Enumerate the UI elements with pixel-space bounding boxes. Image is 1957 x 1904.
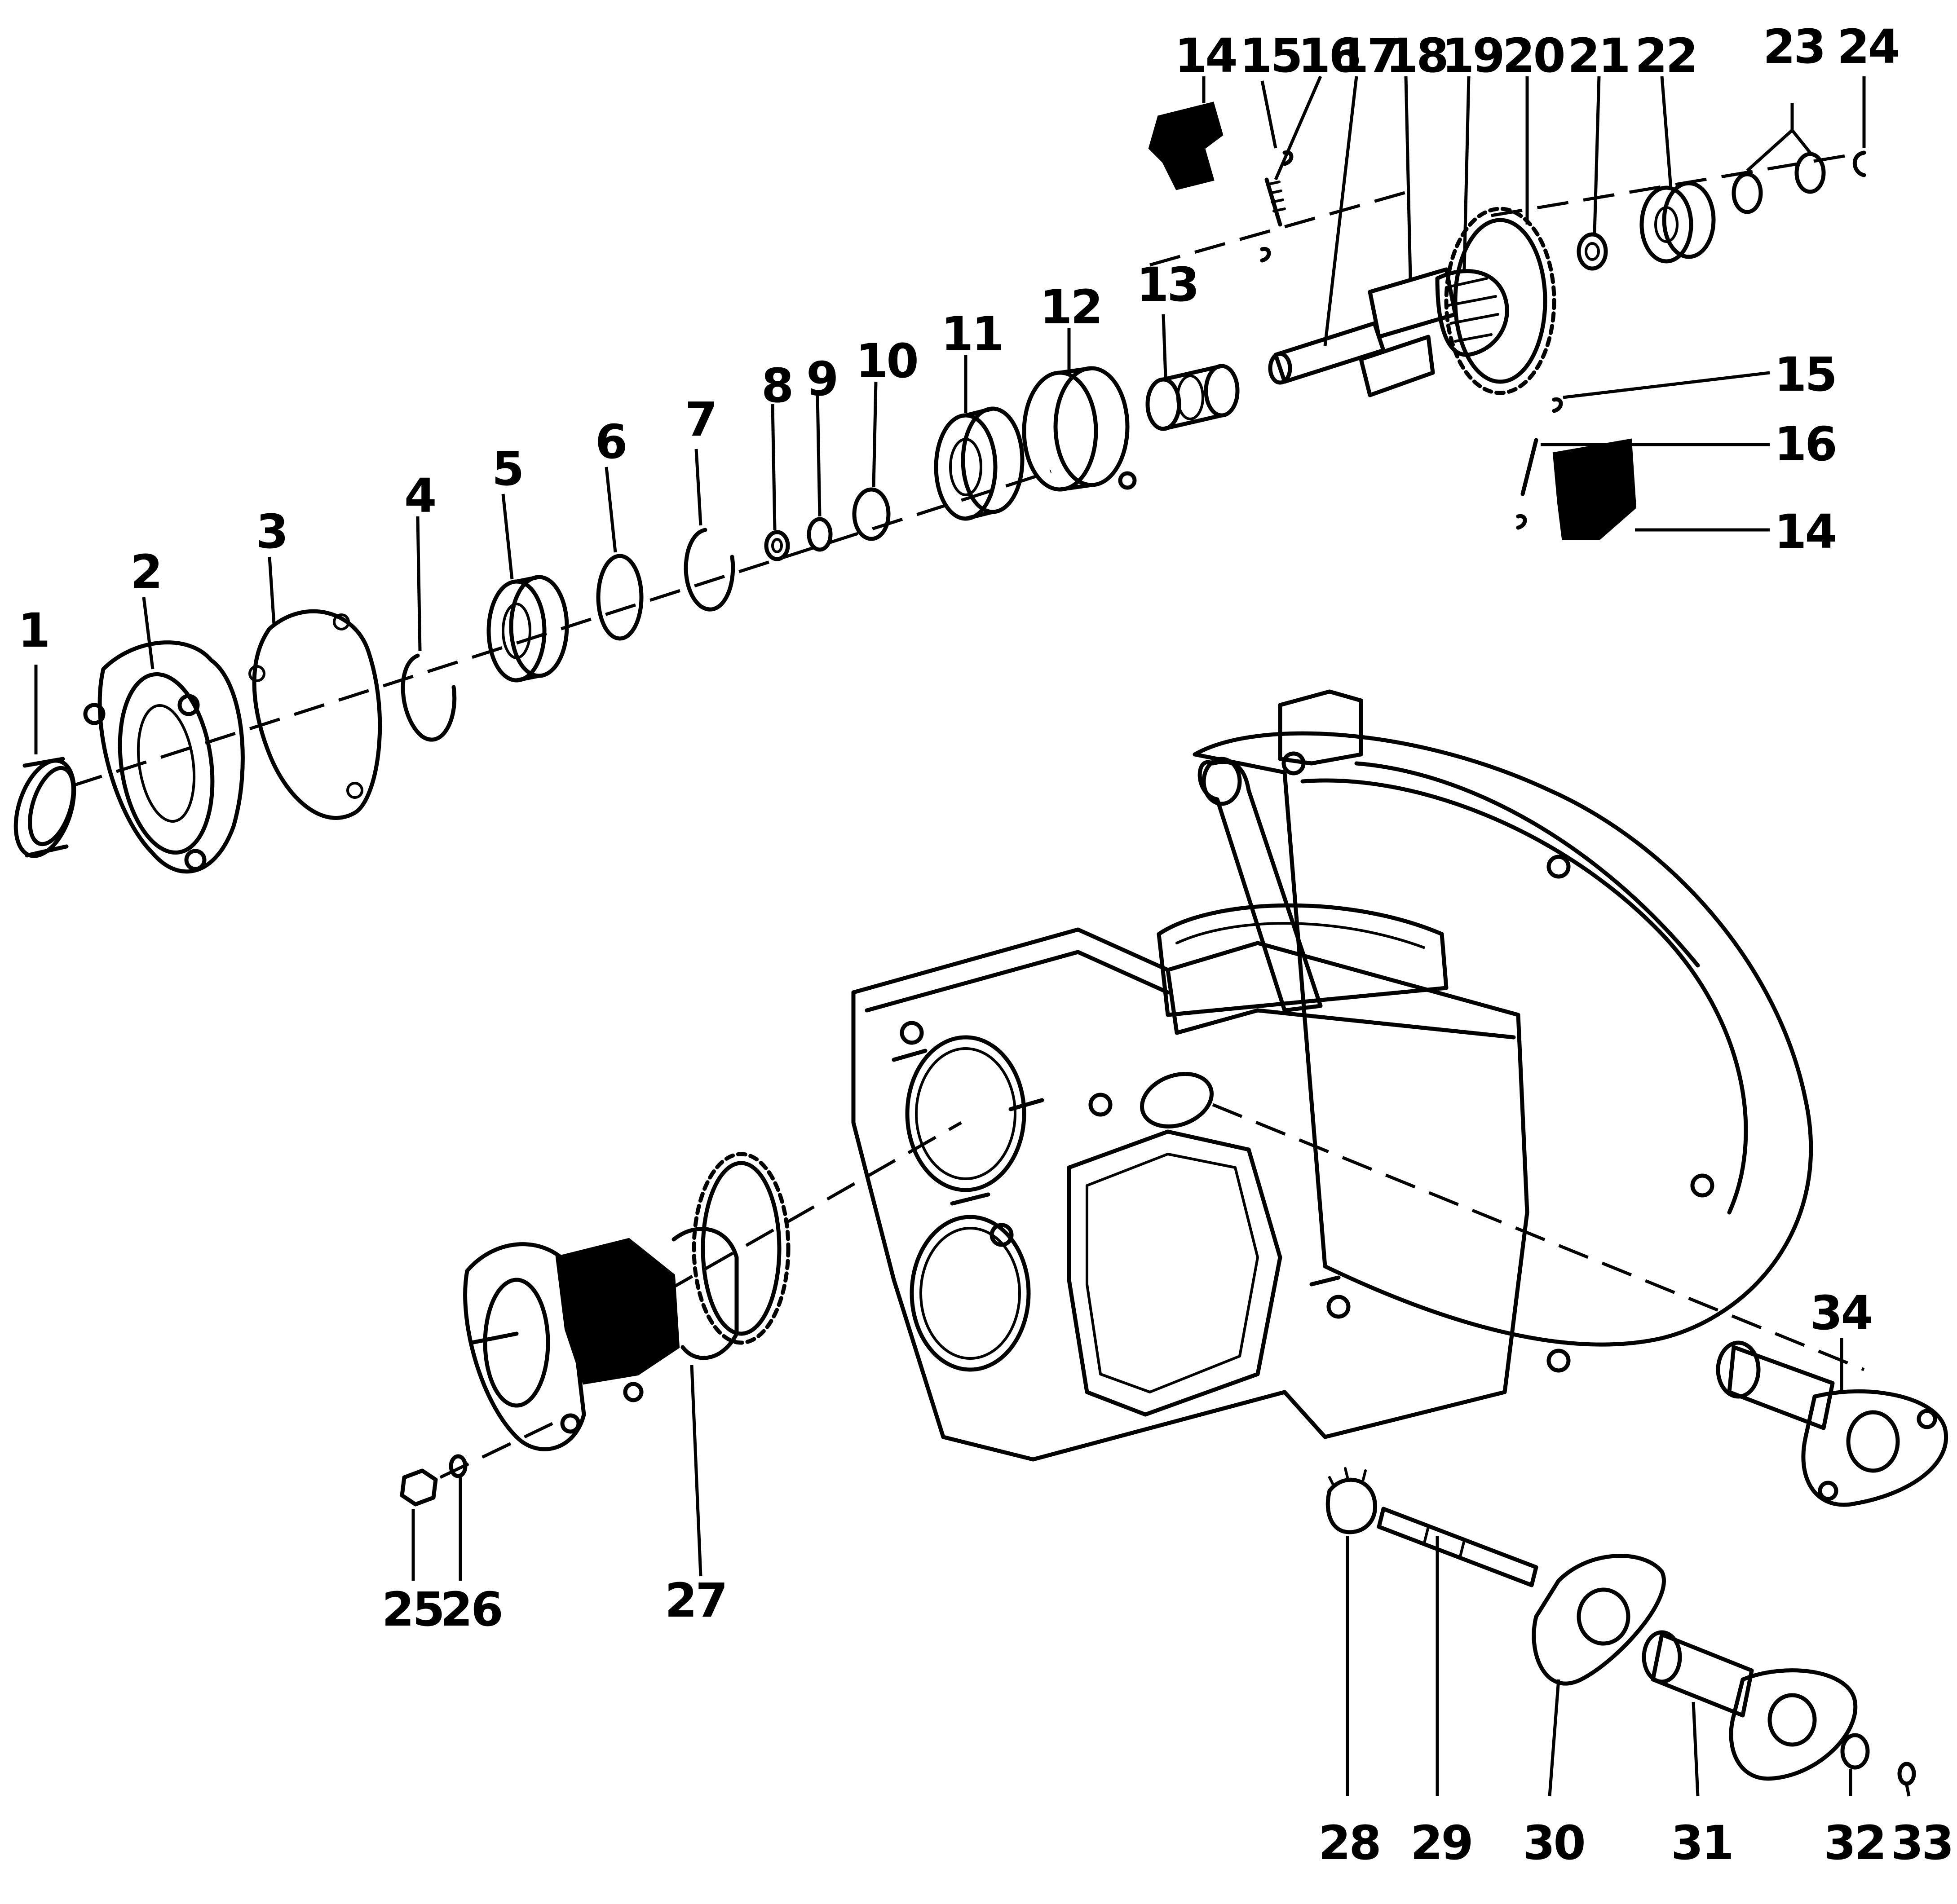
callout-34: 34	[1810, 1286, 1872, 1340]
part-18-governor-carrier	[1359, 267, 1458, 397]
part-30-gasket	[1532, 1554, 1666, 1686]
callout-10: 10	[856, 334, 917, 388]
callout-32: 32	[1824, 1816, 1885, 1870]
callout-18: 18	[1386, 28, 1447, 83]
callout-12: 12	[1040, 280, 1101, 335]
callout-25: 25	[382, 1582, 443, 1637]
leader-lines	[34, 75, 1911, 1797]
callout-16-right: 16	[1774, 417, 1836, 472]
part-1-seal-ring	[13, 757, 76, 858]
part-9-ring	[807, 517, 833, 552]
part-20-gear	[1444, 207, 1556, 395]
callout-7: 7	[685, 392, 716, 447]
part-15-lower-pins	[1516, 397, 1563, 530]
part-4-circlip	[401, 653, 457, 742]
gearbox-housing	[851, 689, 1813, 1462]
callout-14-top: 14	[1175, 28, 1236, 83]
callout-16-top: 16	[1298, 28, 1360, 83]
callout-24: 24	[1837, 19, 1899, 74]
callout-15-top: 15	[1240, 28, 1301, 83]
part-29-drive-shaft	[1377, 1507, 1538, 1587]
part-14-upper-flyweight	[1148, 101, 1224, 190]
part-32-seal	[1840, 1733, 1870, 1770]
callout-21: 21	[1568, 28, 1629, 83]
part-19-worm	[1435, 269, 1509, 357]
part-6-ring	[596, 554, 644, 641]
callout-26: 26	[440, 1582, 502, 1637]
part-31-flange-shaft	[1642, 1630, 1858, 1781]
callout-22: 22	[1635, 28, 1696, 83]
callout-30: 30	[1523, 1816, 1584, 1870]
callout-labels: 1 2 3 4 5 6 7 8 9 10 11 12 13 14 15 16 1…	[18, 19, 1954, 1870]
part-28-pinion	[1325, 1467, 1377, 1534]
part-11-bearing	[934, 406, 1025, 521]
callout-19: 19	[1442, 28, 1503, 83]
callout-3: 3	[256, 504, 287, 559]
part-21-washer	[1577, 232, 1608, 271]
callout-11: 11	[941, 307, 1003, 361]
part-13-bushing	[1145, 364, 1240, 431]
callout-14-right: 14	[1774, 504, 1836, 559]
callout-17: 17	[1336, 28, 1398, 83]
part-2-flange-cover	[83, 640, 245, 874]
part-10-ring	[852, 487, 891, 541]
callout-13: 13	[1136, 257, 1198, 312]
callout-20: 20	[1502, 28, 1564, 83]
callout-4: 4	[404, 468, 435, 523]
callout-9: 9	[806, 352, 837, 406]
part-33-clip	[1897, 1762, 1916, 1786]
part-22-bearing	[1639, 181, 1716, 264]
part-8-washer	[764, 530, 790, 561]
callout-5: 5	[492, 441, 522, 496]
callout-28: 28	[1318, 1816, 1380, 1870]
part-3-gasket	[248, 609, 382, 820]
part-24-clip	[1852, 150, 1866, 177]
part-5-bearing	[486, 575, 569, 683]
part-25-nut	[400, 1468, 438, 1507]
callout-33: 33	[1891, 1816, 1953, 1870]
part-12-housing-ring	[1022, 366, 1137, 492]
part-27-governor-assembly	[463, 1152, 791, 1451]
part-16-upper-spring	[1264, 177, 1286, 227]
callout-15-right: 15	[1774, 347, 1836, 402]
callout-29: 29	[1410, 1816, 1472, 1870]
part-26-washer	[449, 1454, 468, 1478]
callout-1: 1	[18, 603, 49, 658]
callout-27: 27	[665, 1573, 726, 1628]
part-34-flange-shaft	[1716, 1340, 1948, 1507]
callout-6: 6	[595, 414, 626, 469]
callout-31: 31	[1671, 1816, 1732, 1870]
callout-23: 23	[1763, 19, 1824, 74]
part-16-lower-spring	[1520, 438, 1538, 496]
part-23-rings	[1732, 103, 1826, 214]
part-14-lower-flyweight	[1552, 438, 1637, 540]
callout-2: 2	[130, 545, 161, 599]
callout-8: 8	[761, 358, 792, 413]
part-7-circlip	[684, 528, 735, 612]
